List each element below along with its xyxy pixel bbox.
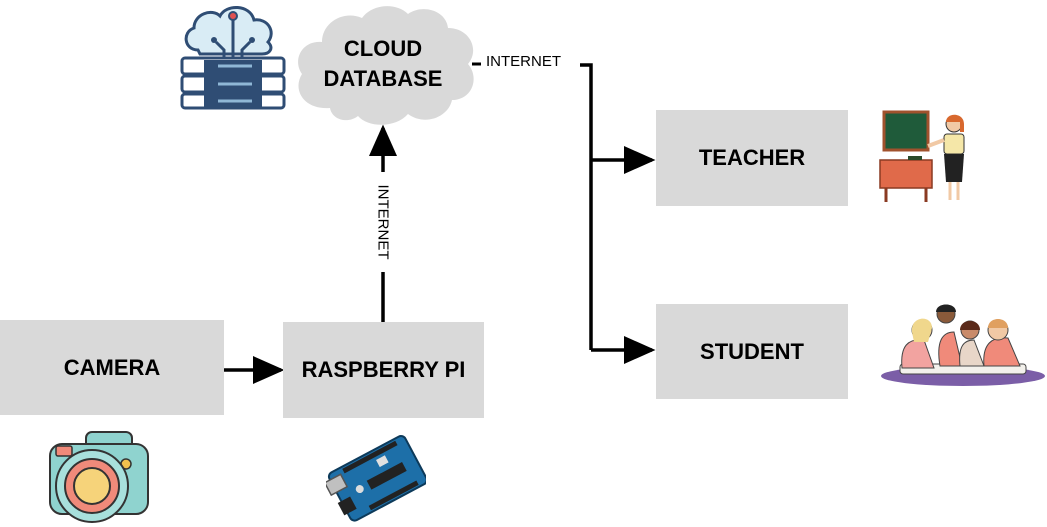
teacher-label: TEACHER	[698, 145, 806, 170]
arduino-board-icon	[326, 435, 426, 522]
teacher-icon	[879, 110, 965, 202]
raspberry-pi-label: RASPBERRY PI	[301, 357, 466, 382]
camera-icon	[49, 431, 149, 523]
teacher-node: TEACHER	[656, 110, 848, 206]
cloud-label-line2: DATABASE	[323, 66, 443, 91]
raspberry-pi-node: RASPBERRY PI	[283, 322, 484, 418]
student-label: STUDENT	[700, 338, 804, 364]
cloud-database-node	[298, 6, 474, 125]
pi-to-cloud-label: INTERNET	[374, 184, 392, 260]
cloud-to-users-label: INTERNET	[486, 53, 561, 70]
cloud-database-label: CLOUD DATABASE	[318, 34, 448, 94]
cloud-server-icon	[180, 6, 286, 110]
cloud-label-line1: CLOUD	[343, 36, 423, 61]
students-icon	[881, 304, 1045, 386]
cloud-to-users-line	[580, 63, 593, 350]
student-node: STUDENT	[656, 304, 848, 399]
camera-label: CAMERA	[63, 354, 161, 380]
camera-node: CAMERA	[0, 320, 224, 415]
